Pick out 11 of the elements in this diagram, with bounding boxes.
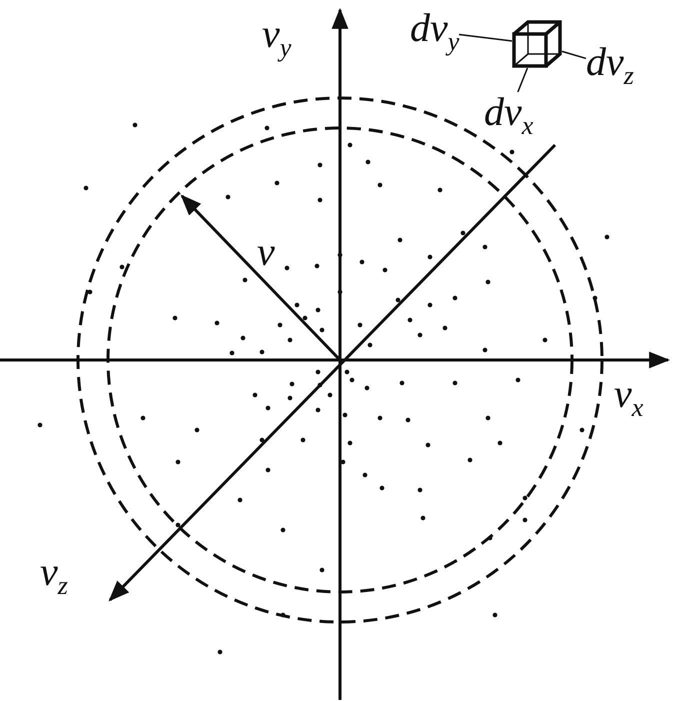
differential-label: dv$_{z}$ (586, 42, 634, 90)
axis-label: v$_{z}$ (40, 552, 68, 600)
leader-line (562, 50, 586, 60)
cube-icon (512, 20, 562, 68)
axis-label: v$_{y}$ (262, 14, 292, 62)
differential-label: dv$_{x}$ (484, 92, 534, 140)
leader-line (458, 34, 512, 42)
axis-label: v$_{x}$ (614, 374, 644, 422)
differential-label: dv$_{y}$ (410, 8, 460, 56)
leader-line (517, 68, 528, 92)
vector-label: v (257, 232, 275, 272)
